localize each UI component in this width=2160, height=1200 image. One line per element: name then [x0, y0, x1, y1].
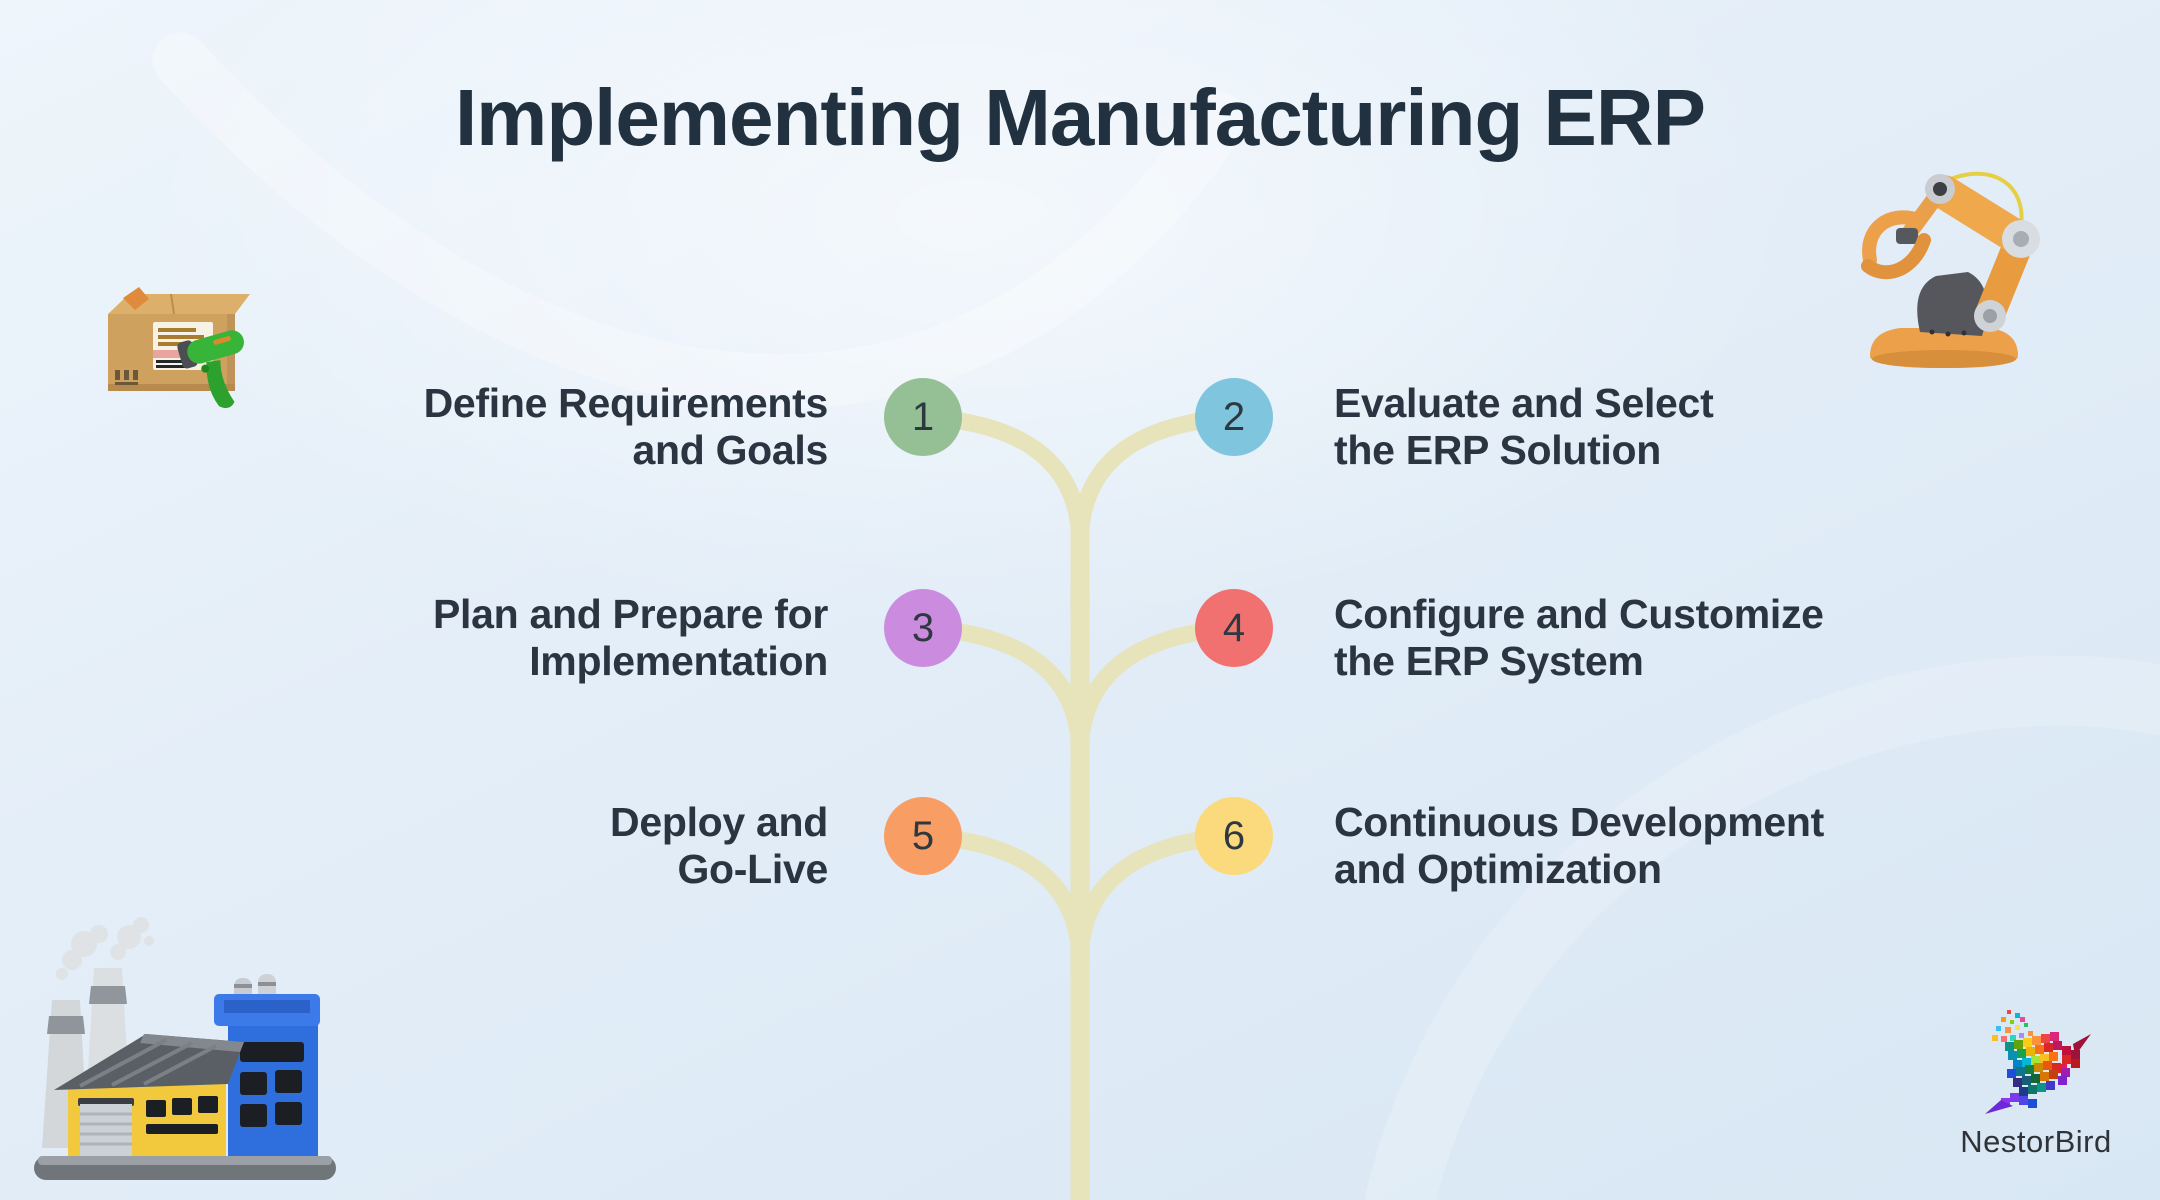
step-1-label: Define Requirements and Goals [108, 380, 829, 474]
robot-arm-icon [1861, 171, 2040, 368]
step-3-number: 3 [911, 605, 935, 650]
step-2-label-line1: Evaluate and Select [1334, 380, 1714, 426]
factory-icon [34, 917, 336, 1180]
step-6-number: 6 [1222, 813, 1246, 858]
step-2-number: 2 [1222, 394, 1246, 439]
step-1-number: 1 [911, 394, 935, 439]
step-6-label-line2: and Optimization [1334, 846, 1662, 893]
step-1-label-line2: and Goals [632, 427, 828, 474]
step-6-label-line1: Continuous Development [1334, 799, 1824, 845]
step-3-label: Plan and Prepare for Implementation [108, 591, 828, 685]
step-3-label-line1: Plan and Prepare for [432, 591, 828, 637]
step-4-label-line2: the ERP System [1334, 638, 1644, 685]
step-6-number-badge: 6 [1195, 797, 1273, 875]
step-6-label: Continuous Development and Optimization [1334, 799, 2054, 893]
step-5-label: Deploy and Go-Live [108, 799, 828, 893]
step-2-number-badge: 2 [1195, 378, 1273, 456]
step-4-number-badge: 4 [1195, 589, 1273, 667]
step-1-number-badge: 1 [884, 378, 962, 456]
page-title: Implementing Manufacturing ERP [454, 73, 1706, 162]
step-5-number-badge: 5 [884, 797, 962, 875]
step-5-label-line1: Deploy and [610, 799, 828, 845]
step-5-number: 5 [911, 813, 935, 858]
step-4-label-line1: Configure and Customize [1334, 591, 1824, 637]
brand-logo: NestorBird [1940, 1008, 2132, 1160]
step-1-label-line1: Define Requirements [423, 380, 829, 426]
step-4-label: Configure and Customize the ERP System [1334, 591, 2054, 685]
step-4-number: 4 [1222, 605, 1246, 650]
step-2-label-line2: the ERP Solution [1334, 427, 1662, 474]
nestorbird-hummingbird-icon [1985, 1010, 2091, 1114]
step-5-label-line2: Go-Live [677, 846, 828, 893]
step-3-number-badge: 3 [884, 589, 962, 667]
package-scanner-icon [108, 287, 250, 409]
brand-name: NestorBird [1960, 1124, 2112, 1159]
step-3-label-line2: Implementation [529, 638, 828, 685]
step-2-label: Evaluate and Select the ERP Solution [1334, 380, 2054, 474]
